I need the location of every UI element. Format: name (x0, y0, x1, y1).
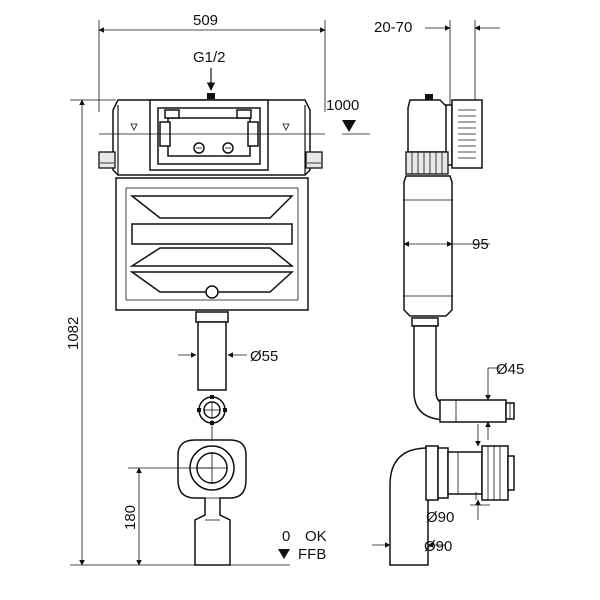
elbow-dim-label-1: Ø90 (426, 509, 454, 526)
bottom-height-dim-label: 180 (122, 505, 139, 530)
bottom-outlet (177, 439, 247, 566)
outlet-dimension: Ø45 (485, 361, 524, 440)
side-cistern (403, 94, 483, 317)
cistern-body (115, 177, 309, 311)
pipe-dim-label: Ø55 (250, 348, 278, 365)
inlet-label: G1/2 (193, 49, 226, 66)
elbow-dim-label-2: Ø90 (424, 538, 452, 555)
level-mark: 1000 (326, 97, 370, 135)
width-dim-label: 509 (193, 12, 218, 29)
flush-pipe: Ø55 (178, 311, 278, 440)
side-view: 20-70 1000 (326, 19, 524, 566)
level-mark-label: 1000 (326, 97, 359, 114)
width-dimension: 509 (98, 12, 326, 112)
inlet-label-group: G1/2 (193, 49, 226, 91)
side-elbow (389, 445, 515, 566)
height-dimension: 1082 (65, 99, 290, 566)
height-dim-label: 1082 (65, 317, 82, 350)
side-flush-pipe (411, 317, 515, 423)
floor-level-mark: 0 OK FFB (278, 528, 327, 563)
depth-range-dim-label: 20-70 (374, 19, 412, 36)
floor-ok-label: OK (305, 528, 327, 545)
floor-ffb-label: FFB (298, 546, 326, 563)
depth-dim-label: 95 (472, 236, 489, 253)
floor-level-value: 0 (282, 528, 290, 545)
outlet-dim-label: Ø45 (496, 361, 524, 378)
bottom-height-dimension: 180 (122, 467, 212, 566)
depth-range-dimension: 20-70 (374, 19, 500, 105)
depth-dimension: 95 (403, 236, 490, 253)
cistern-tank (98, 93, 325, 176)
elbow-dimensions: Ø90 Ø90 (372, 424, 490, 555)
front-view: 509 G1/2 (65, 12, 327, 566)
